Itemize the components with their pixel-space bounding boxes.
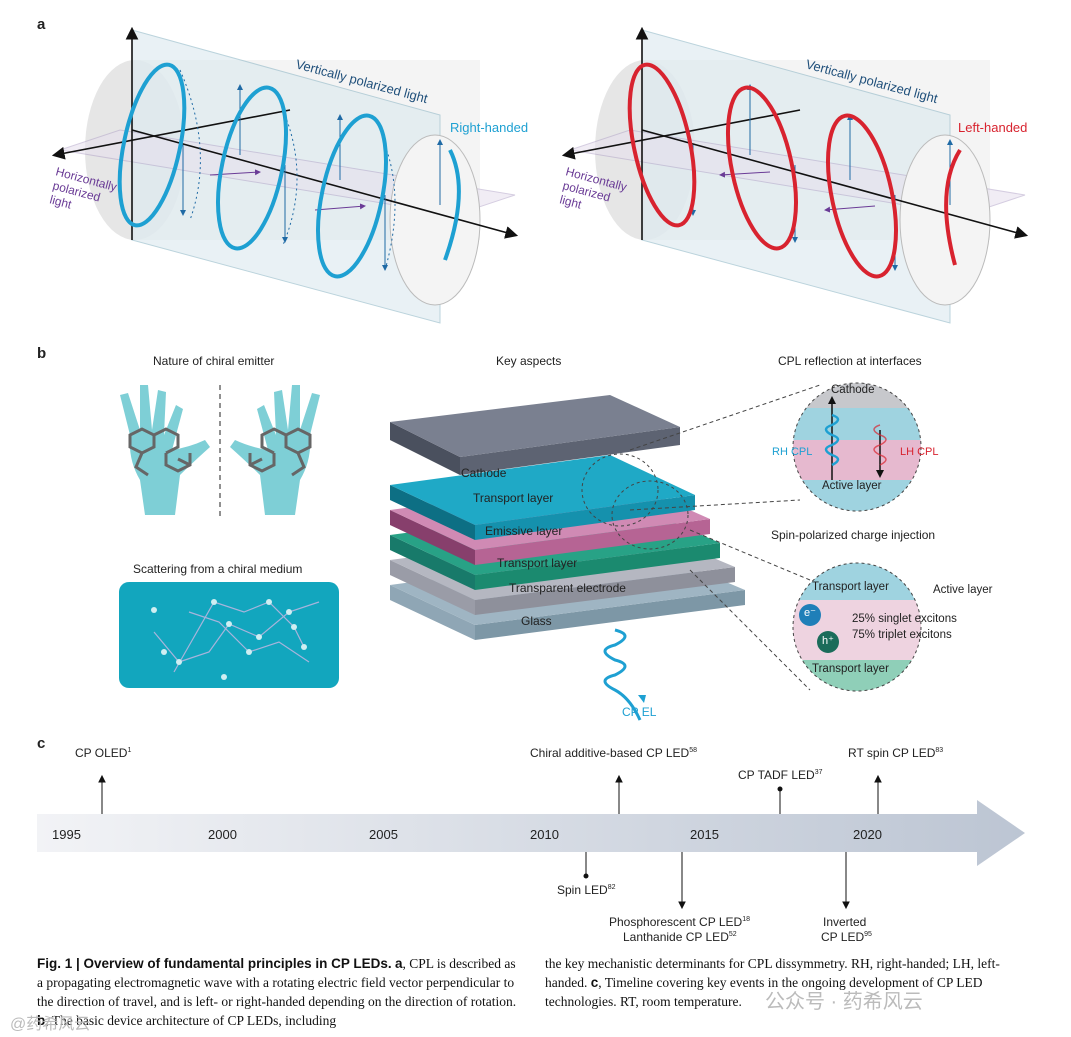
key-aspects-title: Key aspects	[496, 354, 562, 368]
device-stack-illustration	[390, 395, 745, 721]
spin-active-layer: Active layer	[933, 584, 993, 596]
caption-b-label: b	[37, 1013, 46, 1028]
scattering-title: Scattering from a chiral medium	[133, 562, 303, 576]
hole-label: h⁺	[822, 635, 834, 647]
event-rt-spin: RT spin CP LED83	[848, 746, 944, 760]
reflection-active-layer: Active layer	[822, 480, 882, 492]
zoom-connectors	[629, 384, 821, 691]
layer-emissive: Emissive layer	[485, 524, 563, 538]
event-spin-led: Spin LED82	[557, 883, 616, 897]
event-inverted: Inverted	[823, 915, 867, 929]
left-handed-label: Left-handed	[958, 120, 1027, 135]
year-2015: 2015	[690, 827, 719, 842]
scattering-medium-illustration	[119, 582, 339, 688]
reflection-title: CPL reflection at interfaces	[778, 354, 922, 368]
year-2010: 2010	[530, 827, 559, 842]
caption-b-text-end: the key mechanistic determinants for CPL…	[545, 956, 1000, 990]
caption-heading: Fig. 1 | Overview of fundamental princip…	[37, 956, 392, 971]
timeline-arrow	[37, 800, 1025, 866]
reflection-lh-cpl: LH CPL	[900, 446, 939, 458]
layer-cathode: Cathode	[461, 466, 507, 480]
watermark-left: @药希风云	[10, 1016, 91, 1033]
event-chiral-additive: Chiral additive-based CP LED58	[530, 746, 697, 760]
horizontal-label-right-3: light	[558, 192, 584, 211]
layer-transport-top: Transport layer	[473, 491, 554, 505]
watermark-right: 公众号 · 药希风云	[765, 991, 923, 1013]
layer-glass: Glass	[521, 614, 552, 628]
spin-title: Spin-polarized charge injection	[771, 528, 936, 542]
electron-label: e⁻	[804, 607, 816, 619]
year-2005: 2005	[369, 827, 398, 842]
right-handed-diagram: Vertically polarized light Right-handed …	[48, 26, 528, 324]
caption-left: Fig. 1 | Overview of fundamental princip…	[37, 954, 524, 1030]
caption-a-label: a	[394, 956, 403, 971]
reflection-cathode: Cathode	[831, 384, 875, 396]
event-phosphorescent: Phosphorescent CP LED18	[609, 915, 750, 929]
timeline-event-markers	[98, 774, 882, 910]
event-cp-tadf: CP TADF LED37	[738, 768, 823, 782]
caption-b-text-start: , The basic device architecture of CP LE…	[45, 1013, 337, 1028]
panel-c-letter: c	[37, 735, 46, 752]
reflection-rh-cpl: RH CPL	[772, 446, 813, 458]
layer-transport-bottom: Transport layer	[497, 556, 578, 570]
singlet-label: 25% singlet excitons	[852, 613, 957, 625]
spin-transport-top: Transport layer	[812, 581, 889, 593]
triplet-label: 75% triplet excitons	[852, 629, 952, 641]
chiral-hands-illustration	[120, 385, 320, 520]
caption-c-label: c	[590, 975, 599, 990]
left-handed-diagram: Vertically polarized light Left-handed H…	[558, 26, 1029, 324]
horizontal-label-left-3: light	[48, 192, 74, 211]
event-lanthanide: Lanthanide CP LED52	[623, 930, 737, 944]
right-handed-label: Right-handed	[450, 120, 528, 135]
caption-right: the key mechanistic determinants for CPL…	[545, 954, 1035, 1011]
reflection-circle	[792, 382, 922, 512]
year-1995: 1995	[52, 827, 81, 842]
year-2020: 2020	[853, 827, 882, 842]
panel-a-figure: Vertically polarized light Right-handed …	[48, 26, 1029, 324]
cp-el-label: CP EL	[622, 705, 657, 719]
event-cp-oled: CP OLED1	[75, 746, 132, 760]
year-2000: 2000	[208, 827, 237, 842]
spin-injection-circle	[792, 562, 922, 692]
panel-a-letter: a	[37, 16, 46, 33]
caption-c-text: , Timeline covering key events in the on…	[545, 975, 983, 1009]
chiral-emitter-title: Nature of chiral emitter	[153, 354, 275, 368]
spin-transport-bottom: Transport layer	[812, 663, 889, 675]
panel-b-letter: b	[37, 345, 47, 362]
layer-transparent-electrode: Transparent electrode	[509, 581, 626, 595]
event-inverted-cp-led: CP LED95	[821, 930, 872, 944]
caption-a-text: , CPL is described as a propagating elec…	[37, 956, 517, 1009]
